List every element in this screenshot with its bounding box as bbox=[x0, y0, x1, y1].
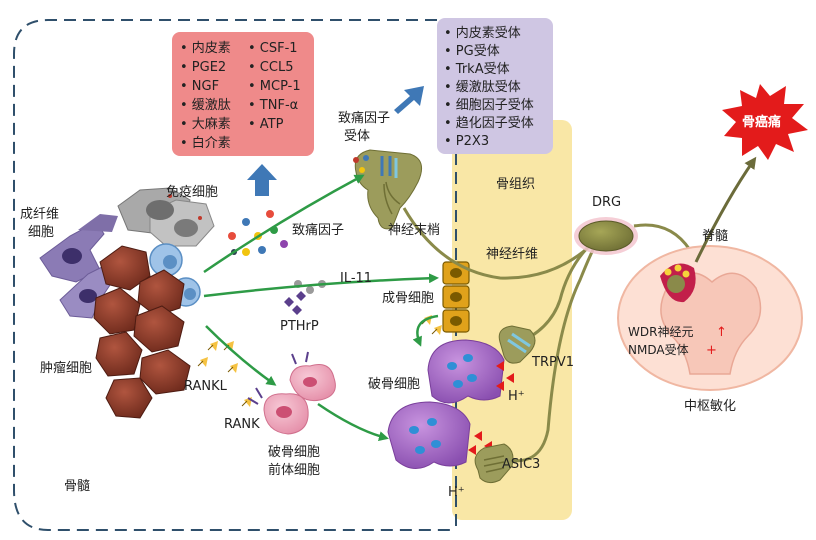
label-bone-marrow: 骨髓 bbox=[64, 479, 90, 494]
osteoclast-precursor-cells bbox=[247, 351, 336, 435]
cytokine-item: • CSF-1 bbox=[248, 41, 298, 56]
cytokine-item: • MCP-1 bbox=[248, 79, 301, 94]
label-asic3: ASIC3 bbox=[502, 457, 540, 472]
cytokine-item: • CCL5 bbox=[248, 60, 293, 75]
cytokine-list-col1: • 内皮素 • PGE2 • NGF • 缓激肽 • 大麻素 • 白介素 bbox=[180, 40, 231, 151]
label-bone-cancer-pain: 骨癌痛 bbox=[742, 114, 781, 130]
cytokine-item: • 缓激肽 bbox=[180, 98, 231, 113]
label-rank: RANK bbox=[224, 417, 260, 432]
receptor-item: • P2X3 bbox=[444, 134, 489, 149]
receptor-item: • TrkA受体 bbox=[444, 62, 510, 77]
cytokine-box bbox=[172, 32, 314, 156]
receptor-item: • 趋化因子受体 bbox=[444, 116, 534, 131]
cytokine-item: • TNF-α bbox=[248, 98, 298, 113]
cytokine-list-col2: • CSF-1 • CCL5 • MCP-1 • TNF-α • ATP bbox=[248, 41, 301, 132]
label-drg: DRG bbox=[592, 195, 621, 210]
label-tumor-cell: 肿瘤细胞 bbox=[40, 360, 92, 376]
label-pain-receptor-2: 受体 bbox=[344, 129, 370, 144]
label-il11: IL-11 bbox=[340, 271, 372, 286]
bone-marrow-boundary bbox=[13, 19, 456, 531]
immune-cells bbox=[117, 187, 215, 307]
receptor-box bbox=[437, 18, 553, 154]
receptor-item: • PG受体 bbox=[444, 44, 500, 59]
pain-signal-arrow bbox=[694, 156, 757, 263]
label-osteoclast-precursor-1: 破骨细胞 bbox=[268, 445, 320, 460]
nerve-ending bbox=[353, 149, 423, 230]
cytokine-item: • NGF bbox=[180, 79, 219, 94]
label-central-sensitization: 中枢敏化 bbox=[684, 399, 736, 414]
label-fibroblast-1: 成纤维 bbox=[20, 207, 59, 222]
osteoblast-cells bbox=[442, 261, 470, 333]
drg-ganglion bbox=[574, 217, 638, 255]
label-spinal-cord: 脊髓 bbox=[702, 229, 728, 244]
bone-tissue-region bbox=[452, 120, 572, 520]
trpv1-nerve-ending bbox=[498, 325, 536, 364]
cytokine-item: • 白介素 bbox=[180, 135, 231, 151]
label-nerve-fiber: 神经纤维 bbox=[486, 247, 538, 262]
label-osteoblast: 成骨细胞 bbox=[382, 291, 434, 306]
label-pthrp: PTHrP bbox=[280, 319, 319, 334]
osteoclast-cells bbox=[387, 339, 505, 469]
cytokine-item: • 内皮素 bbox=[180, 40, 231, 56]
receptor-item: • 缓激肽受体 bbox=[444, 80, 521, 95]
label-osteoclast-precursor-2: 前体细胞 bbox=[268, 462, 320, 478]
label-bone-tissue: 骨组织 bbox=[496, 177, 535, 192]
cytokine-item: • ATP bbox=[248, 117, 284, 132]
label-immune-cell: 免疫细胞 bbox=[166, 184, 218, 200]
bone-cancer-pain-starburst bbox=[722, 84, 808, 160]
spinal-cord bbox=[617, 245, 803, 391]
diagonal-arrow-icon bbox=[394, 86, 424, 114]
pthrp-molecules bbox=[284, 291, 306, 315]
label-nerve-ending: 神经末梢 bbox=[388, 223, 440, 238]
label-wdr: WDR神经元 bbox=[628, 325, 693, 339]
increase-arrow-icon: ↑ bbox=[716, 325, 727, 340]
tumor-cells bbox=[93, 245, 191, 419]
label-trpv1: TRPV1 bbox=[531, 355, 574, 370]
label-rankl: RANKL bbox=[184, 379, 228, 394]
label-h-plus-1: H⁺ bbox=[508, 389, 525, 404]
fibroblast-cells bbox=[39, 214, 118, 319]
cytokine-item: • PGE2 bbox=[180, 60, 226, 75]
asic3-nerve-ending bbox=[474, 443, 514, 484]
nerve-fibers bbox=[402, 207, 692, 463]
label-pain-factor: 致痛因子 bbox=[292, 222, 344, 238]
receptor-item: • 细胞因子受体 bbox=[444, 98, 534, 113]
label-h-plus-2: H⁺ bbox=[448, 485, 465, 500]
label-pain-receptor-1: 致痛因子 bbox=[338, 110, 390, 126]
cytokine-item: • 大麻素 bbox=[180, 117, 231, 132]
up-arrow-icon bbox=[247, 164, 277, 196]
green-arrows bbox=[203, 174, 439, 442]
receptor-list: • 内皮素受体 • PG受体 • TrkA受体 • 缓激肽受体 • 细胞因子受体… bbox=[444, 25, 534, 149]
receptor-item: • 内皮素受体 bbox=[444, 25, 521, 41]
label-osteoclast: 破骨细胞 bbox=[368, 377, 420, 392]
increase-plus-icon: + bbox=[706, 343, 717, 358]
pain-factor-molecules bbox=[228, 210, 288, 256]
label-fibroblast-2: 细胞 bbox=[28, 225, 54, 240]
label-nmda: NMDA受体 bbox=[628, 343, 689, 357]
